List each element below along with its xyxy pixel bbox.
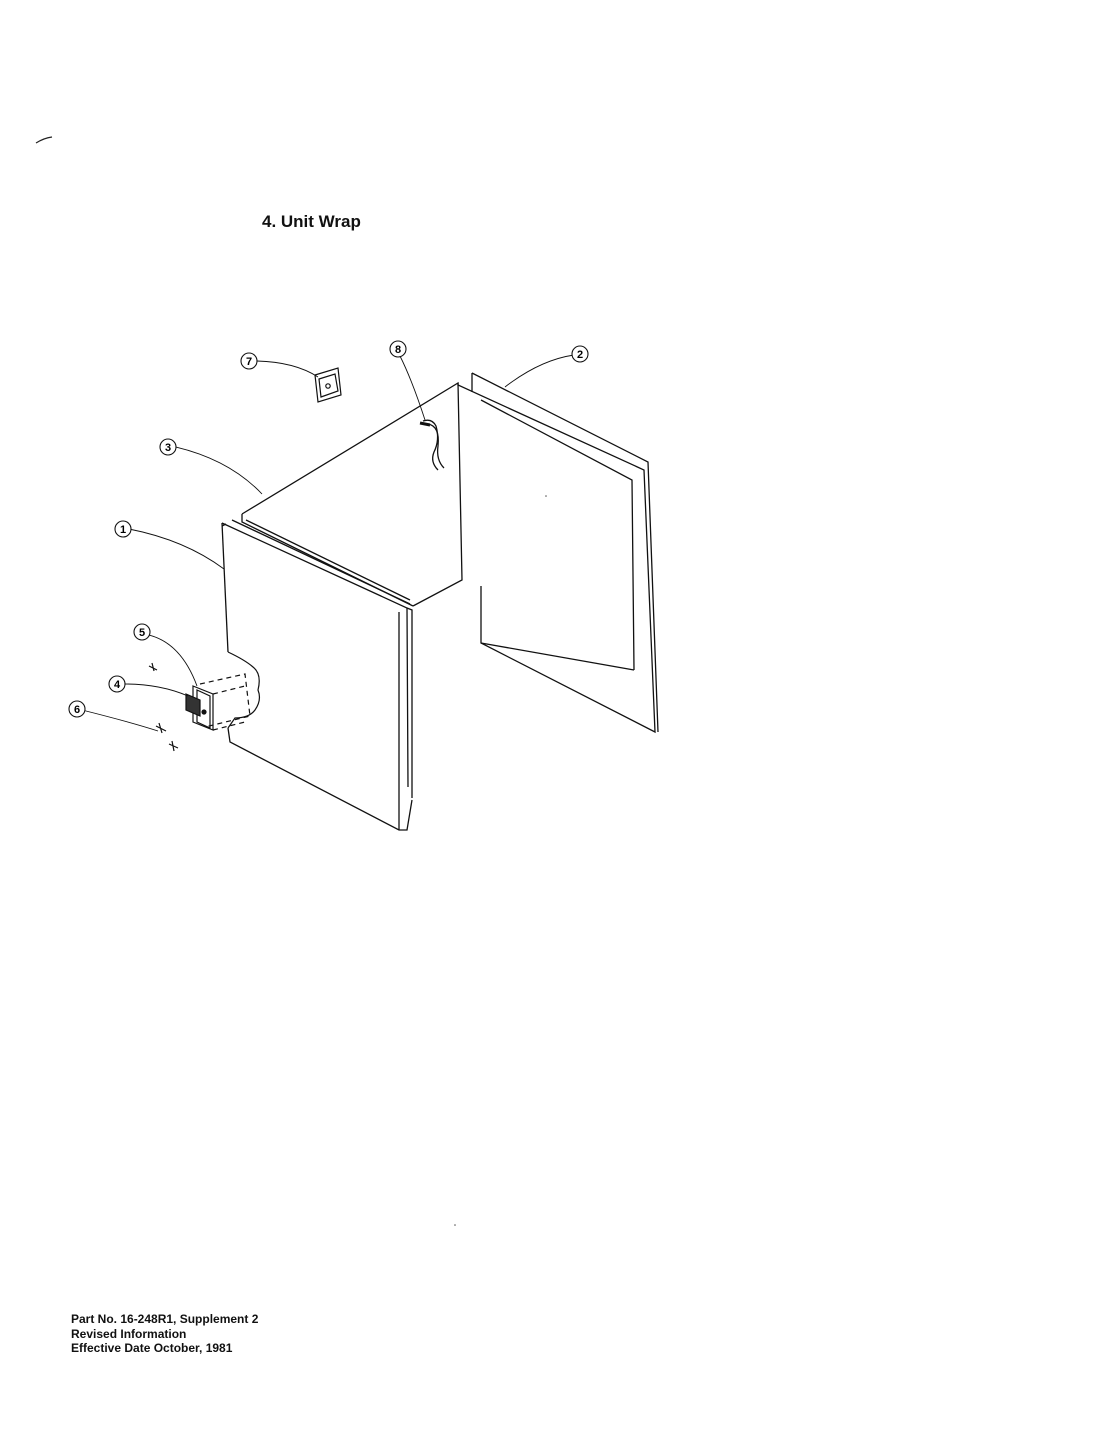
callout-3: 3 <box>159 438 177 456</box>
footer-revision: Revised Information <box>71 1326 187 1341</box>
svg-text:8: 8 <box>395 344 401 356</box>
callout-7: 7 <box>240 352 258 370</box>
bracket-assembly <box>148 651 261 752</box>
svg-text:2: 2 <box>577 349 583 361</box>
callout-4: 4 <box>108 675 126 693</box>
leader-lines <box>81 354 575 732</box>
stray-mark <box>35 136 53 144</box>
part-1-left-panel <box>221 519 413 831</box>
callout-8: 8 <box>389 340 407 358</box>
part-7-clip <box>314 367 342 403</box>
footer-effective-date: Effective Date October, 1981 <box>71 1341 233 1355</box>
callout-2: 2 <box>571 345 589 363</box>
svg-text:1: 1 <box>120 524 126 536</box>
svg-text:5: 5 <box>139 627 145 639</box>
part-2-right-panel <box>457 372 659 734</box>
callout-5: 5 <box>133 623 151 641</box>
footer-part-number: Part No. 16-248R1, Supplement 2 <box>71 1312 259 1326</box>
svg-text:3: 3 <box>165 442 171 454</box>
footer-info: Part No. 16-248R1, Supplement 2 Revised … <box>71 1312 258 1356</box>
part-8-wire <box>419 419 445 471</box>
svg-text:4: 4 <box>114 679 121 691</box>
part-3-top-panel <box>241 381 463 607</box>
stray-dot <box>545 495 547 497</box>
page-title: 4. Unit Wrap <box>262 212 361 231</box>
callout-1: 1 <box>114 520 132 538</box>
stray-dot <box>454 1224 456 1226</box>
svg-text:6: 6 <box>74 704 80 716</box>
callout-6: 6 <box>68 700 86 718</box>
svg-text:7: 7 <box>246 356 252 368</box>
